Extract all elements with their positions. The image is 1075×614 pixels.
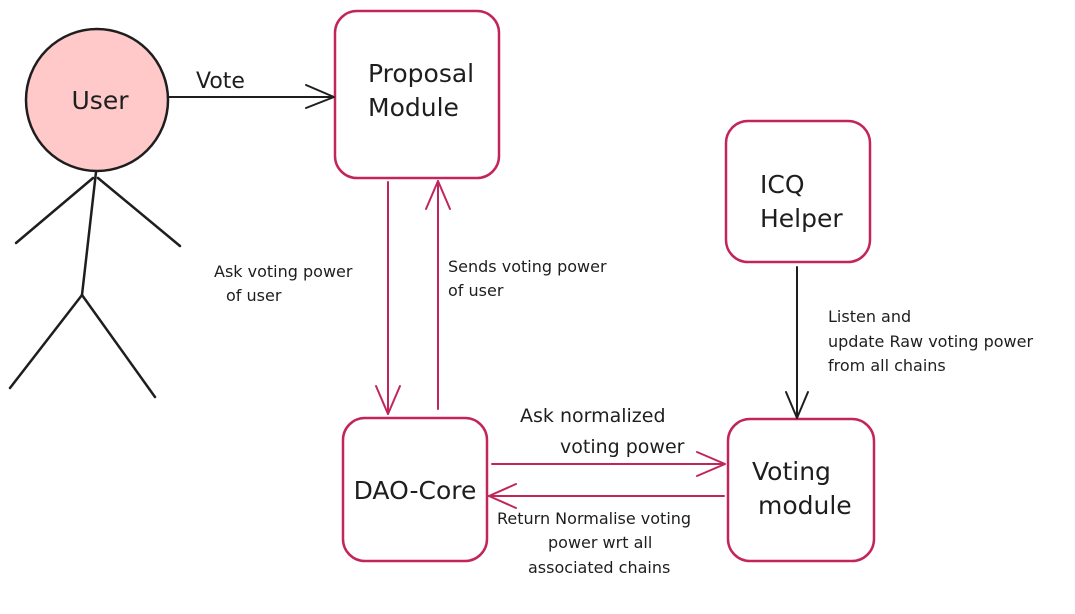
listen-update-arrowhead [785,391,809,419]
return-normalise-label-line: Return Normalise voting [497,509,691,528]
vote-label: Vote [196,69,245,94]
voting-module-box [726,417,876,563]
user-actor: User [8,27,182,399]
proposal-module-label-line: Module [368,93,459,122]
sends-voting-power-arrowhead [425,180,451,210]
ask-voting-power-label-line: Ask voting power [214,262,353,281]
edge-ask-normalized: Ask normalized voting power [491,405,726,477]
icq-helper-label: ICQ Helper [760,170,843,233]
icq-helper-label-line: ICQ [760,170,805,199]
voting-module-node: Voting module [726,417,876,563]
icq-helper-label-line: Helper [760,204,843,233]
sends-voting-power-label: Sends voting power of user [448,257,612,300]
proposal-module-node: Proposal Module [333,9,501,180]
voting-module-label: Voting module [752,457,852,520]
listen-update-label-line: from all chains [828,356,946,375]
voting-module-label-line: Voting [752,457,831,486]
proposal-module-label-line: Proposal [368,59,474,88]
dao-core-label: DAO-Core [354,476,477,505]
return-normalise-label-line: power wrt all [548,533,652,552]
icq-helper-box [724,119,872,264]
sends-voting-power-label-line: Sends voting power [448,257,607,276]
listen-update-label: Listen and update Raw voting power from … [828,307,1038,375]
voting-module-label-line: module [758,491,852,520]
ask-voting-power-label-line: of user [226,286,282,305]
edge-sends-voting-power: Sends voting power of user [425,180,612,410]
ask-voting-power-label: Ask voting power of user [214,262,358,305]
user-body [80,170,98,297]
proposal-module-box [333,9,501,180]
listen-update-label-line: Listen and [828,307,911,326]
ask-normalized-label: Ask normalized voting power [520,405,685,458]
ask-normalized-arrowhead [696,451,726,477]
user-right-leg [80,293,157,399]
edge-vote: Vote [168,69,335,109]
edge-return-normalise: Return Normalise voting power wrt all as… [488,483,725,577]
user-label: User [72,86,130,115]
return-normalise-arrowhead [488,483,517,509]
dao-core-box [341,416,489,563]
return-normalise-label: Return Normalise voting power wrt all as… [497,509,696,577]
ask-normalized-label-line: Ask normalized [520,405,666,427]
ask-voting-power-arrowhead [375,385,401,415]
user-left-leg [8,293,84,390]
return-normalise-label-line: associated chains [528,558,670,577]
sends-voting-power-label-line: of user [448,281,504,300]
dao-core-node: DAO-Core [341,416,489,563]
proposal-module-label: Proposal Module [368,59,482,122]
edge-listen-update: Listen and update Raw voting power from … [785,266,1038,419]
icq-helper-node: ICQ Helper [724,119,872,264]
user-right-arm [96,176,182,248]
ask-normalized-label-line: voting power [560,436,685,458]
user-head [24,27,170,173]
vote-arrowhead [305,84,335,109]
edge-ask-voting-power: Ask voting power of user [214,181,401,415]
listen-update-label-line: update Raw voting power [828,332,1033,351]
user-left-arm [14,176,95,245]
